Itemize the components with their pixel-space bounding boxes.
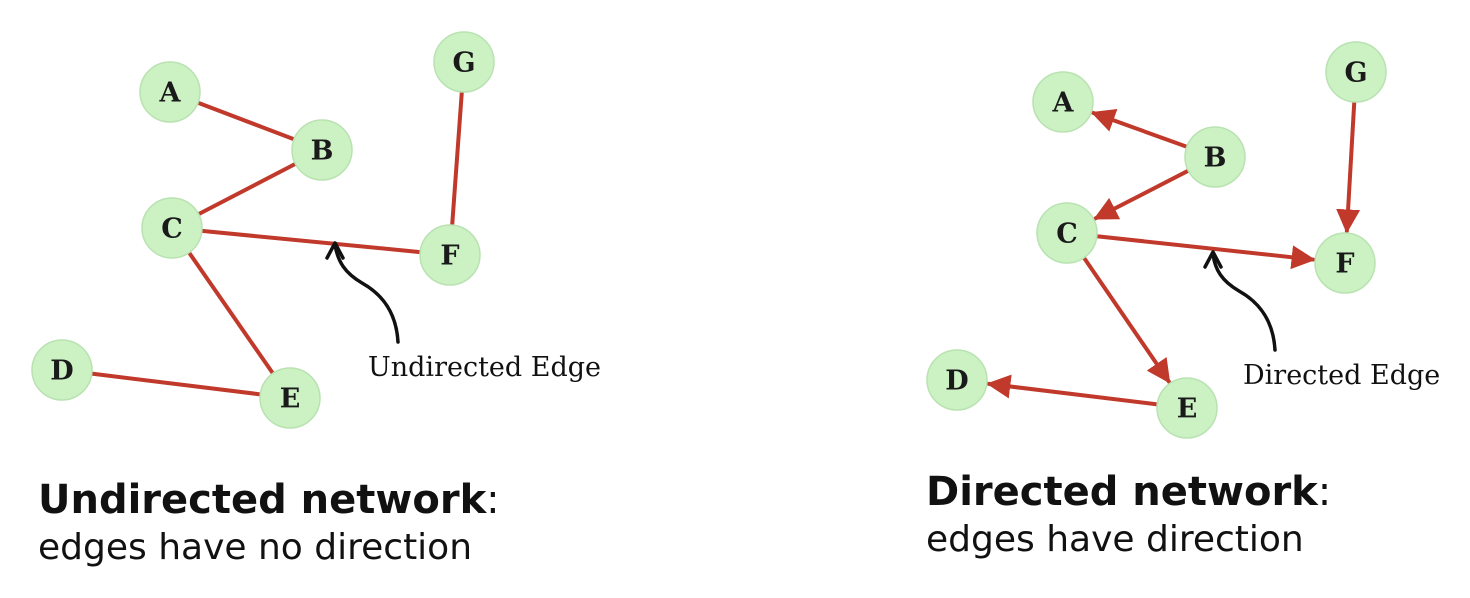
node-c: C	[1036, 202, 1098, 264]
node-label: A	[159, 78, 182, 109]
node-f: F	[1314, 232, 1376, 294]
edge-pointer-arrowhead	[1203, 250, 1223, 269]
directed-title: Directed network:	[926, 467, 1331, 517]
node-e: E	[259, 367, 321, 429]
node-circle	[1325, 41, 1387, 103]
node-circle	[433, 31, 495, 93]
undirected-title-text: Undirected network	[38, 477, 487, 523]
node-circle	[139, 61, 201, 123]
node-label: F	[1335, 249, 1354, 280]
node-circle	[1184, 126, 1246, 188]
edge-g-f	[1336, 99, 1361, 234]
directed-title-colon: :	[1317, 469, 1332, 515]
node-circle	[1036, 202, 1098, 264]
directed-edge-label: Directed Edge	[1243, 360, 1440, 391]
directed-title-text: Directed network	[926, 469, 1318, 515]
node-a: A	[1032, 71, 1094, 133]
node-e: E	[1156, 377, 1218, 439]
node-label: G	[1344, 58, 1367, 89]
node-circle	[419, 224, 481, 286]
edge-b-c	[196, 161, 298, 217]
node-label: C	[161, 214, 183, 245]
edge-e-d	[986, 374, 1160, 407]
undirected-title: Undirected network:	[38, 475, 500, 525]
node-g: G	[1325, 41, 1387, 103]
node-b: B	[291, 119, 353, 181]
node-circle	[31, 339, 93, 401]
node-circle	[291, 119, 353, 181]
node-a: A	[139, 61, 201, 123]
node-b: B	[1184, 126, 1246, 188]
undirected-graph: Undirected Edge A B C D E F G	[31, 31, 601, 429]
node-circle	[1032, 71, 1094, 133]
edge-b-c	[1093, 168, 1191, 221]
edge-g-f	[450, 89, 464, 228]
undirected-subtitle: edges have no direction	[38, 527, 473, 568]
edge-pointer-arrow	[333, 243, 400, 344]
edge-c-e	[187, 250, 275, 376]
node-label: B	[1204, 143, 1227, 174]
edge-a-b	[196, 100, 296, 142]
node-f: F	[419, 224, 481, 286]
node-label: F	[440, 241, 459, 272]
node-label: C	[1056, 219, 1078, 250]
edge-c-e	[1081, 255, 1171, 384]
node-label: A	[1052, 88, 1075, 119]
node-g: G	[433, 31, 495, 93]
node-label: D	[945, 366, 968, 397]
edge-c-f	[199, 228, 423, 255]
node-circle	[926, 349, 988, 411]
edge-c-f	[1094, 234, 1316, 270]
node-circle	[1314, 232, 1376, 294]
undirected-edge-label: Undirected Edge	[368, 352, 601, 383]
node-label: B	[311, 136, 334, 167]
node-circle	[259, 367, 321, 429]
node-label: D	[50, 356, 73, 387]
edge-d-e	[89, 371, 263, 397]
directed-caption: Directed network: edges have direction	[926, 467, 1331, 563]
directed-graph: Directed Edge A B C D E F G	[926, 41, 1440, 439]
edge-pointer-arrow	[1211, 252, 1277, 352]
undirected-title-colon: :	[486, 477, 500, 523]
directed-subtitle: edges have direction	[926, 519, 1304, 560]
edge-b-a	[1090, 108, 1189, 149]
edge-pointer-arrowhead	[325, 241, 345, 260]
node-c: C	[141, 197, 203, 259]
node-d: D	[31, 339, 93, 401]
node-circle	[141, 197, 203, 259]
undirected-caption: Undirected network: edges have no direct…	[38, 475, 500, 571]
node-d: D	[926, 349, 988, 411]
node-circle	[1156, 377, 1218, 439]
node-label: E	[280, 384, 301, 415]
node-label: G	[452, 48, 475, 79]
node-label: E	[1177, 394, 1198, 425]
